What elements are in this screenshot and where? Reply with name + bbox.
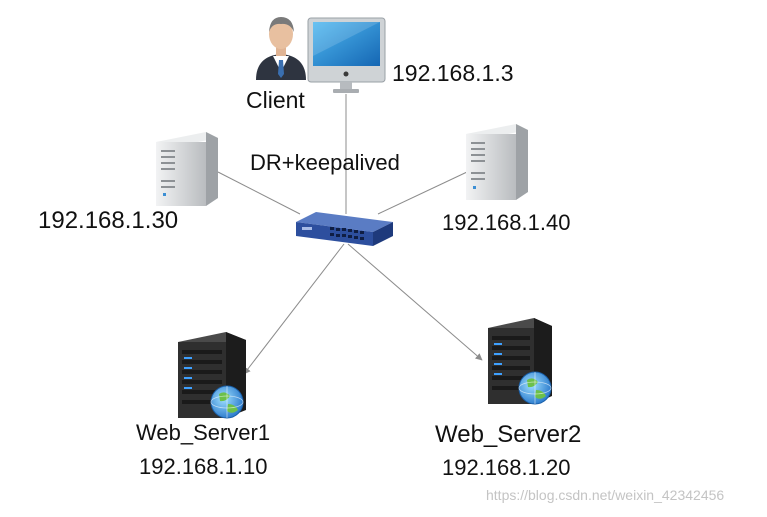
link-switch-web1 xyxy=(243,243,345,375)
connections xyxy=(217,94,483,375)
link-director1-switch xyxy=(217,171,301,215)
switch-label: DR+keepalived xyxy=(250,150,400,175)
web-server-2-icon xyxy=(488,318,552,405)
director-server-1-icon xyxy=(156,132,218,206)
web-server-2-label: Web_Server2 xyxy=(435,421,582,448)
director-1-ip-label: 192.168.1.30 xyxy=(38,207,179,234)
client-ip-label: 192.168.1.3 xyxy=(392,60,514,86)
monitor-icon xyxy=(307,17,386,93)
user-icon xyxy=(256,17,306,80)
director-server-2-icon xyxy=(466,124,528,200)
switch-icon xyxy=(296,212,393,246)
web-server-2-ip-label: 192.168.1.20 xyxy=(442,455,571,480)
web-server-1-icon xyxy=(178,332,246,419)
link-switch-web2 xyxy=(347,243,483,361)
director-2-ip-label: 192.168.1.40 xyxy=(442,210,571,235)
link-director2-switch xyxy=(377,171,468,215)
watermark: https://blog.csdn.net/weixin_42342456 xyxy=(486,487,725,503)
client-label: Client xyxy=(246,87,305,113)
web-server-1-label: Web_Server1 xyxy=(136,420,271,445)
web-server-1-ip-label: 192.168.1.10 xyxy=(139,454,268,479)
